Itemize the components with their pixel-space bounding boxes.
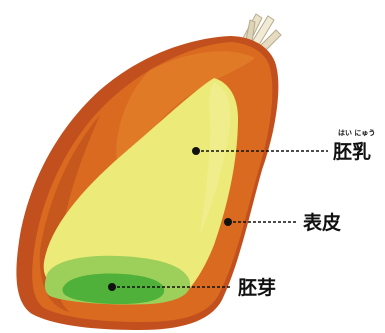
embryo-label: 胚芽 <box>237 276 276 299</box>
endosperm-label: 胚乳 <box>332 140 371 163</box>
endosperm-ruby: はい にゅう <box>338 128 375 137</box>
embryo-leader-dot <box>108 283 116 291</box>
endosperm-leader-dot <box>192 147 200 155</box>
seed-coat-label: 表皮 <box>303 211 341 234</box>
seed-coat-leader-dot <box>224 218 232 226</box>
